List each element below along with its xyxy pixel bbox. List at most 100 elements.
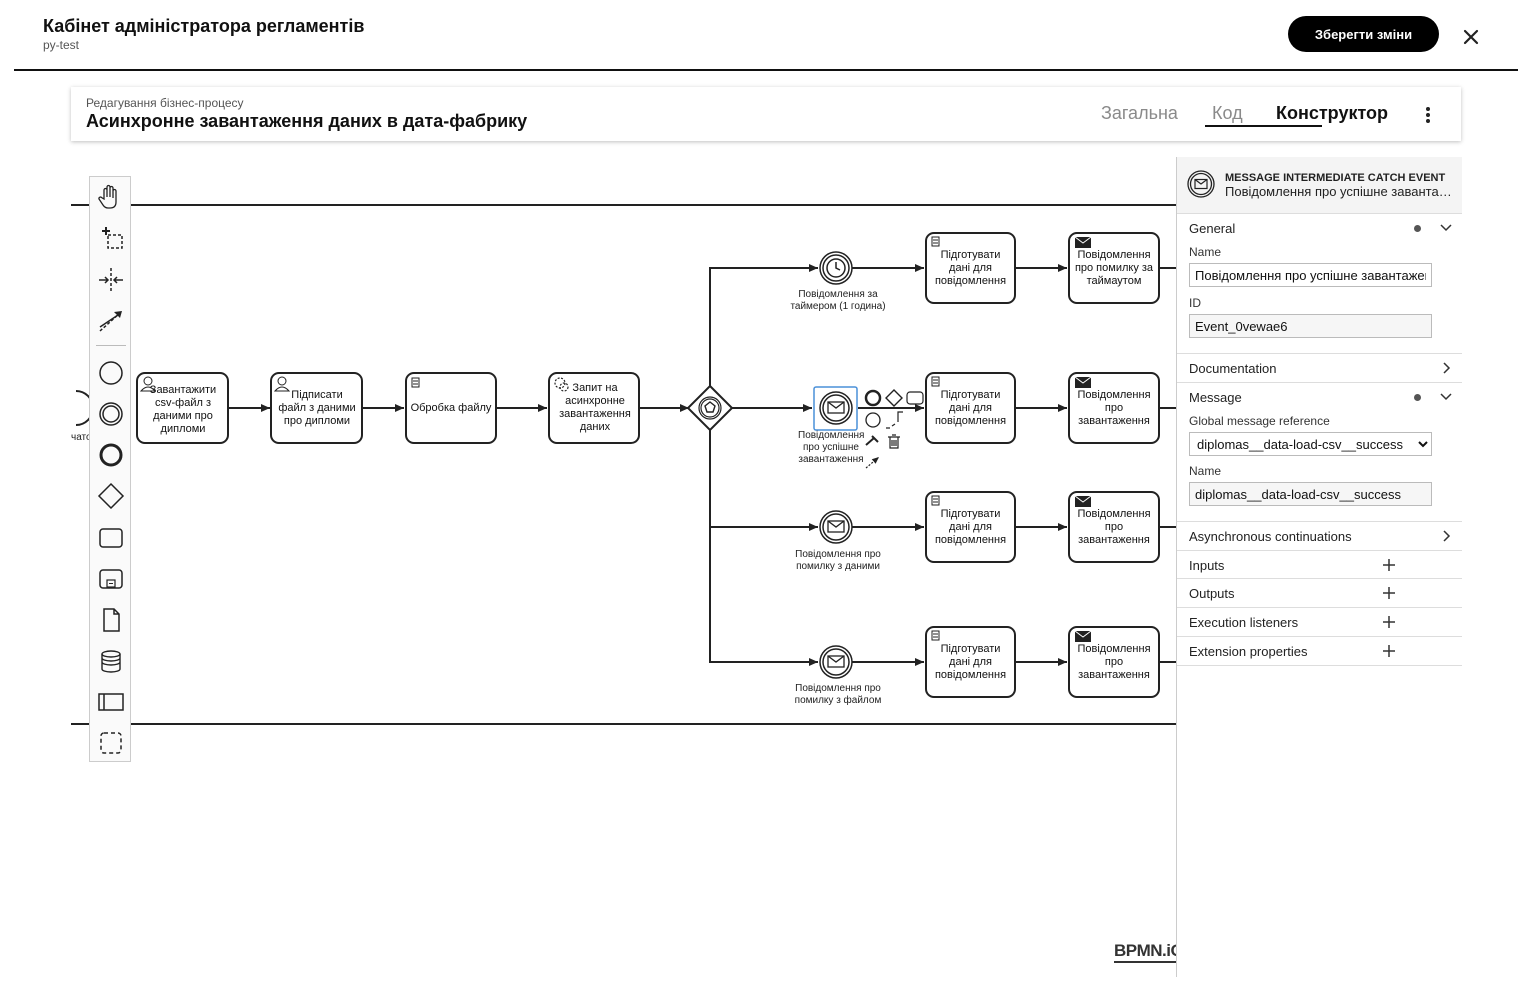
section-message-title[interactable]: Message xyxy=(1189,390,1242,405)
section-exec-listeners-title[interactable]: Execution listeners xyxy=(1189,615,1299,630)
data-object-icon[interactable] xyxy=(90,602,132,638)
name-label: Name xyxy=(1189,245,1222,259)
id-input[interactable] xyxy=(1189,314,1432,338)
task-sign-file-label: Підписати файл з даними про дипломи xyxy=(278,388,356,427)
task-notify-2[interactable]: Повідомлення про завантаження xyxy=(1068,372,1160,444)
add-extension-property-icon[interactable] xyxy=(1381,643,1397,659)
task-notify-3[interactable]: Повідомлення про завантаження xyxy=(1068,491,1160,563)
timer-event-label: Повідомлення за таймером (1 година) xyxy=(790,289,886,312)
append-intermediate-event-icon[interactable] xyxy=(865,412,881,428)
process-header-card: Редагування бізнес-процесу Асинхронне за… xyxy=(71,87,1461,141)
chevron-down-icon[interactable] xyxy=(1438,220,1454,236)
task-upload-csv[interactable]: Завантажити csv-файл з даними про диплом… xyxy=(136,372,229,444)
bpmn-canvas[interactable]: чато Завантажити csv-файл з даними про д… xyxy=(71,150,1176,980)
participant-icon[interactable] xyxy=(90,684,132,720)
divider xyxy=(1177,607,1462,608)
task-prep-2[interactable]: Підготувати дані для повідомлення xyxy=(925,372,1016,444)
end-event-icon[interactable] xyxy=(90,437,132,473)
append-gateway-icon[interactable] xyxy=(885,389,903,407)
message-ref-label: Global message reference xyxy=(1189,414,1330,428)
general-has-data-indicator xyxy=(1414,225,1421,232)
message-event-icon xyxy=(1187,170,1215,198)
timer-event[interactable] xyxy=(819,251,853,285)
chevron-right-icon[interactable] xyxy=(1438,360,1454,376)
gateway-icon[interactable] xyxy=(90,478,132,514)
task-notify-timeout[interactable]: Повідомлення про помилку за таймаутом xyxy=(1068,232,1160,304)
task-process-file-label: Обробка файлу xyxy=(410,401,492,414)
task-prep-3[interactable]: Підготувати дані для повідомлення xyxy=(925,491,1016,563)
element-type: MESSAGE INTERMEDIATE CATCH EVENT xyxy=(1225,172,1446,184)
text-annotation-icon[interactable] xyxy=(886,411,903,429)
sequence-flows xyxy=(228,264,1176,666)
message-event-success[interactable] xyxy=(813,386,858,431)
properties-panel: MESSAGE INTERMEDIATE CATCH EVENT Повідом… xyxy=(1176,157,1462,977)
save-changes-button[interactable]: Зберегти зміни xyxy=(1288,16,1439,52)
message-event-error-file-label: Повідомлення про помилку з файлом xyxy=(794,683,882,706)
task-async-request-label: Запит на асинхронне завантаження даних xyxy=(559,382,631,433)
tool-palette xyxy=(89,176,131,762)
section-inputs-title[interactable]: Inputs xyxy=(1189,558,1225,573)
task-process-file[interactable]: Обробка файлу xyxy=(405,372,497,444)
task-prep-1[interactable]: Підготувати дані для повідомлення xyxy=(925,232,1016,304)
tab-general[interactable]: Загальна xyxy=(1101,103,1178,123)
lasso-tool-icon[interactable] xyxy=(90,221,132,257)
add-listener-icon[interactable] xyxy=(1381,614,1397,630)
context-pad[interactable] xyxy=(864,389,924,469)
task-async-request[interactable]: Запит на асинхронне завантаження даних xyxy=(548,372,640,444)
divider xyxy=(1177,578,1462,579)
task-upload-csv-label: Завантажити csv-файл з даними про диплом… xyxy=(149,384,217,435)
append-task-icon[interactable] xyxy=(906,391,924,405)
task-prep-2-label: Підготувати дані для повідомлення xyxy=(934,388,1007,427)
app-title: Кабінет адміністратора регламентів xyxy=(43,16,365,36)
divider xyxy=(1177,521,1462,522)
close-icon[interactable] xyxy=(1458,24,1484,50)
section-outputs-title[interactable]: Outputs xyxy=(1189,586,1235,601)
section-ext-props-title[interactable]: Extension properties xyxy=(1189,644,1308,659)
start-event-icon[interactable] xyxy=(90,355,132,391)
append-end-event-icon[interactable] xyxy=(864,389,882,407)
event-based-gateway[interactable] xyxy=(686,384,734,432)
divider xyxy=(1177,636,1462,637)
divider xyxy=(1177,353,1462,354)
message-event-error-data-label: Повідомлення про помилку з даними xyxy=(795,549,881,572)
message-event-error-data[interactable] xyxy=(819,510,853,544)
add-input-icon[interactable] xyxy=(1381,557,1397,573)
task-prep-4[interactable]: Підготувати дані для повідомлення xyxy=(925,626,1016,698)
trash-icon[interactable] xyxy=(888,434,900,449)
section-async-title[interactable]: Asynchronous continuations xyxy=(1189,529,1352,544)
wrench-icon[interactable] xyxy=(865,435,879,446)
active-tab-indicator xyxy=(1205,125,1322,127)
section-general-title[interactable]: General xyxy=(1189,221,1236,236)
name-input[interactable] xyxy=(1189,263,1432,287)
chevron-right-icon[interactable] xyxy=(1438,528,1454,544)
task-sign-file[interactable]: Підписати файл з даними про дипломи xyxy=(270,372,363,444)
task-notify-timeout-label: Повідомлення про помилку за таймаутом xyxy=(1074,248,1154,287)
global-connect-icon[interactable] xyxy=(90,303,132,339)
divider xyxy=(1177,550,1462,551)
space-tool-icon[interactable] xyxy=(90,262,132,298)
tab-code[interactable]: Код xyxy=(1212,103,1243,123)
more-menu-icon[interactable] xyxy=(1421,105,1435,125)
properties-header: MESSAGE INTERMEDIATE CATCH EVENT Повідом… xyxy=(1177,157,1462,214)
task-prep-1-label: Підготувати дані для повідомлення xyxy=(934,248,1007,287)
connect-icon[interactable] xyxy=(865,456,880,469)
message-ref-select[interactable]: diplomas__data-load-csv__success xyxy=(1189,432,1432,456)
group-icon[interactable] xyxy=(90,725,132,761)
data-store-icon[interactable] xyxy=(90,643,132,679)
message-name-label: Name xyxy=(1189,464,1222,478)
section-documentation-title[interactable]: Documentation xyxy=(1189,361,1277,376)
add-output-icon[interactable] xyxy=(1381,585,1397,601)
chevron-down-icon[interactable] xyxy=(1438,389,1454,405)
tab-constructor[interactable]: Конструктор xyxy=(1276,103,1389,123)
task-icon[interactable] xyxy=(90,520,132,556)
hand-tool-icon[interactable] xyxy=(90,179,132,215)
subprocess-icon[interactable] xyxy=(90,561,132,597)
message-event-error-file[interactable] xyxy=(819,645,853,679)
bpmn-io-logo[interactable]: BPMN.iO xyxy=(1114,941,1184,963)
message-has-data-indicator xyxy=(1414,394,1421,401)
message-event-success-label: Повідомлення про успішне завантаження xyxy=(798,430,864,465)
task-notify-4[interactable]: Повідомлення про завантаження xyxy=(1068,626,1160,698)
intermediate-event-icon[interactable] xyxy=(90,396,132,432)
breadcrumb: Редагування бізнес-процесу xyxy=(86,96,244,110)
message-name-input[interactable] xyxy=(1189,482,1432,506)
